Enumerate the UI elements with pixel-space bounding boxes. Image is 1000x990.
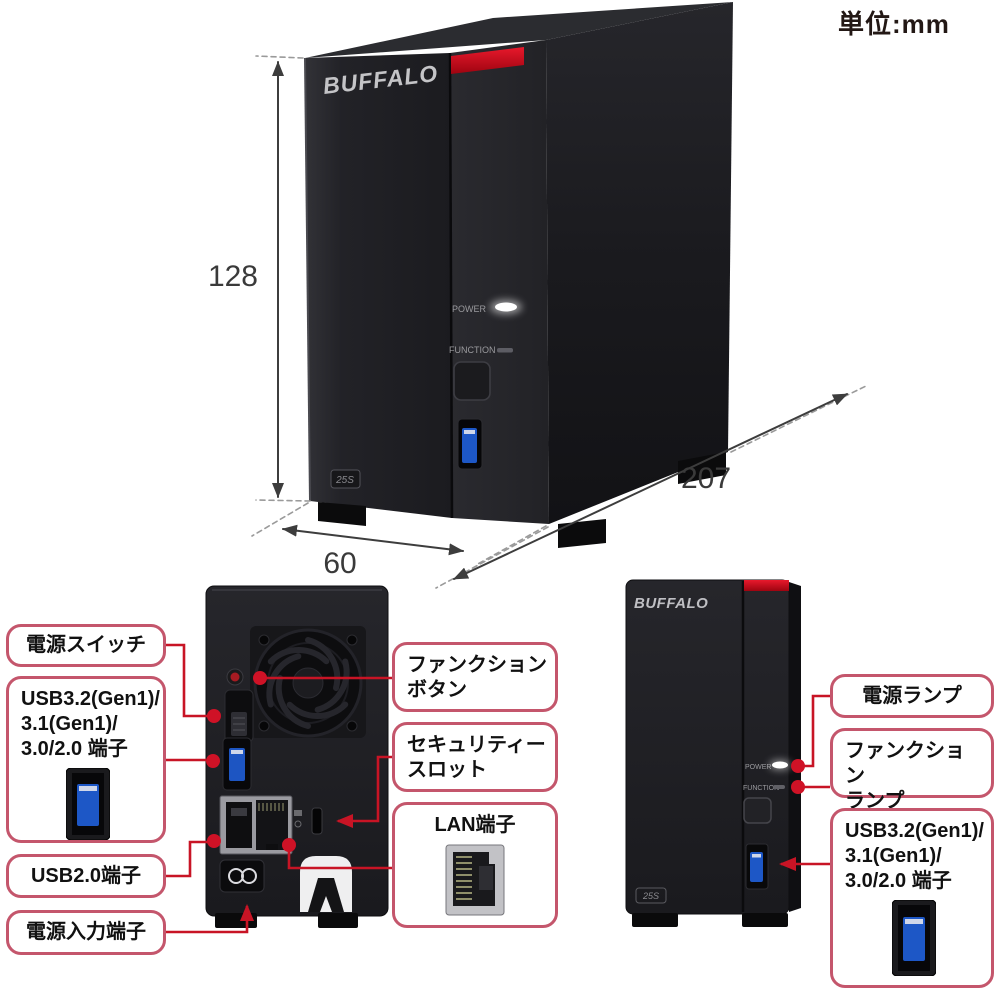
callout-power-switch: 電源スイッチ xyxy=(6,624,166,667)
callout-power-lamp: 電源ランプ xyxy=(830,674,994,718)
leader-usb2 xyxy=(166,840,208,878)
callout-function-button-label: ファンクション ボタン xyxy=(407,654,547,701)
ext-line xyxy=(730,385,867,453)
callout-security-slot-label: セキュリティー スロット xyxy=(407,734,546,781)
front-function-led-label: FUNCTION xyxy=(743,785,779,792)
device-front-face xyxy=(305,53,452,518)
power-led-label: POWER xyxy=(452,304,487,314)
security-slot-marking xyxy=(294,810,302,816)
front-usb3-tongue xyxy=(750,852,763,882)
edge-highlight xyxy=(304,57,311,502)
usb3-pins xyxy=(464,430,475,434)
depth-dimension-label: 207 xyxy=(681,462,731,495)
ext-line xyxy=(255,499,311,502)
callout-usb3-front-label: USB3.2(Gen1)/ 3.1(Gen1)/ 3.0/2.0 端子 xyxy=(845,820,984,892)
series-badge-text: 25S xyxy=(335,475,354,486)
dot-power-lamp xyxy=(791,759,805,773)
callout-usb3-rear-label: USB3.2(Gen1)/ 3.1(Gen1)/ 3.0/2.0 端子 xyxy=(21,688,160,760)
ext-line xyxy=(435,526,549,589)
dot-usb2 xyxy=(207,834,221,848)
device-side-face xyxy=(546,2,733,524)
device-foot xyxy=(318,502,366,526)
callout-security-slot: セキュリティー スロット xyxy=(392,722,558,792)
callout-power-lamp-label: 電源ランプ xyxy=(862,684,962,707)
door-seam xyxy=(448,52,454,519)
callout-usb3-rear: USB3.2(Gen1)/ 3.1(Gen1)/ 3.0/2.0 端子 xyxy=(6,676,166,843)
callout-power-input: 電源入力端子 xyxy=(6,910,166,955)
callout-power-input-label: 電源入力端子 xyxy=(26,921,146,943)
device-foot xyxy=(558,519,606,548)
callout-lan: LAN端子 xyxy=(392,802,558,928)
front-brand-logo: BUFFALO xyxy=(634,595,708,612)
callout-usb2-label: USB2.0端子 xyxy=(30,864,142,887)
rj45-port-icon xyxy=(445,844,505,916)
front-foot xyxy=(632,913,678,927)
callout-power-switch-label: 電源スイッチ xyxy=(26,634,146,656)
leader-security-slot xyxy=(336,755,392,828)
width-dimension-line xyxy=(282,524,464,556)
power-led xyxy=(495,302,517,312)
leader-power-input xyxy=(166,904,254,934)
leader-power-switch xyxy=(166,643,208,718)
callout-usb3-front: USB3.2(Gen1)/ 3.1(Gen1)/ 3.0/2.0 端子 xyxy=(830,808,994,988)
device-rear-view xyxy=(205,585,389,928)
usb3-port-icon xyxy=(892,900,936,976)
dot-function-button xyxy=(253,671,267,685)
leader-lan xyxy=(287,849,392,870)
dimension-annotations: 128 60 207 xyxy=(208,55,867,589)
depth-dimension-line xyxy=(453,393,848,580)
device-front-view: BUFFALO POWER FUNCTION 25S xyxy=(625,579,801,927)
callout-function-lamp-label: ファンクション ランプ xyxy=(845,740,965,812)
cable-hook xyxy=(308,878,344,912)
front-function-button xyxy=(743,797,772,824)
rear-usb2-lan-combo xyxy=(219,795,293,855)
front-foot xyxy=(742,913,788,927)
dot-lan xyxy=(282,838,296,852)
callout-leader-lines xyxy=(166,643,830,934)
function-led-label: FUNCTION xyxy=(449,345,496,355)
callout-leader-dots xyxy=(206,671,805,852)
rear-foot xyxy=(215,913,257,928)
front-series-badge-text: 25S xyxy=(642,891,659,901)
rear-function-button xyxy=(230,672,240,682)
width-dimension-label: 60 xyxy=(323,547,356,580)
front-function-led xyxy=(773,785,785,789)
front-side-edge xyxy=(789,582,801,912)
ext-line xyxy=(475,525,547,566)
front-power-led-label: POWER xyxy=(745,764,771,771)
security-slot xyxy=(311,807,323,835)
fan-grille xyxy=(250,626,366,738)
front-series-badge xyxy=(635,887,667,904)
height-dimension-label: 128 xyxy=(208,260,258,293)
device-top-face xyxy=(305,2,733,58)
dot-power-switch xyxy=(207,709,221,723)
function-button-3d xyxy=(453,361,491,401)
ext-line xyxy=(251,502,309,537)
rear-usb3-tongue xyxy=(229,748,245,781)
callout-usb2: USB2.0端子 xyxy=(6,854,166,898)
usb3-port-icon xyxy=(66,768,110,840)
front-power-led xyxy=(772,761,788,769)
callout-lan-label: LAN端子 xyxy=(434,814,516,836)
red-accent-strip xyxy=(451,47,524,74)
leader-power-lamp xyxy=(802,694,830,768)
device-3d-view: BUFFALO POWER FUNCTION 25S xyxy=(304,2,733,548)
function-led xyxy=(497,348,513,353)
rear-foot xyxy=(318,913,358,928)
front-red-strip xyxy=(744,580,789,591)
callout-function-button: ファンクション ボタン xyxy=(392,642,558,712)
series-badge xyxy=(330,469,361,489)
ext-line xyxy=(255,55,304,59)
security-slot-marking xyxy=(294,820,302,828)
dot-usb3-rear xyxy=(206,754,220,768)
dot-function-lamp xyxy=(791,780,805,794)
callout-function-lamp: ファンクション ランプ xyxy=(830,728,994,812)
unit-label: 単位:mm xyxy=(838,9,950,39)
